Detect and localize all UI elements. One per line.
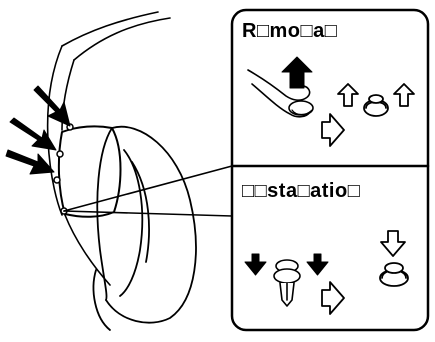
removal-panel	[247, 56, 415, 147]
arrow-right-icon	[321, 281, 345, 315]
clip-icon	[379, 262, 409, 287]
pointer-arrow-icon	[5, 85, 71, 175]
arrow-right-icon	[321, 113, 345, 147]
arrow-up-icon	[281, 56, 313, 89]
arrow-down-icon	[380, 230, 406, 257]
callout-box	[230, 8, 430, 332]
leader-lines	[63, 165, 233, 217]
hand-icon	[247, 69, 314, 118]
clip-holes	[53, 123, 74, 215]
clip-icon	[273, 259, 301, 307]
arrow-up-icon	[337, 83, 415, 107]
arrow-down-icon	[244, 253, 329, 276]
removal-title: R□mo□a□	[242, 20, 338, 42]
clip-icon	[363, 94, 389, 117]
installation-panel	[244, 230, 409, 315]
mudguard	[57, 125, 122, 218]
tire	[92, 125, 197, 331]
installation-title: □□sta□atio□	[242, 180, 361, 202]
